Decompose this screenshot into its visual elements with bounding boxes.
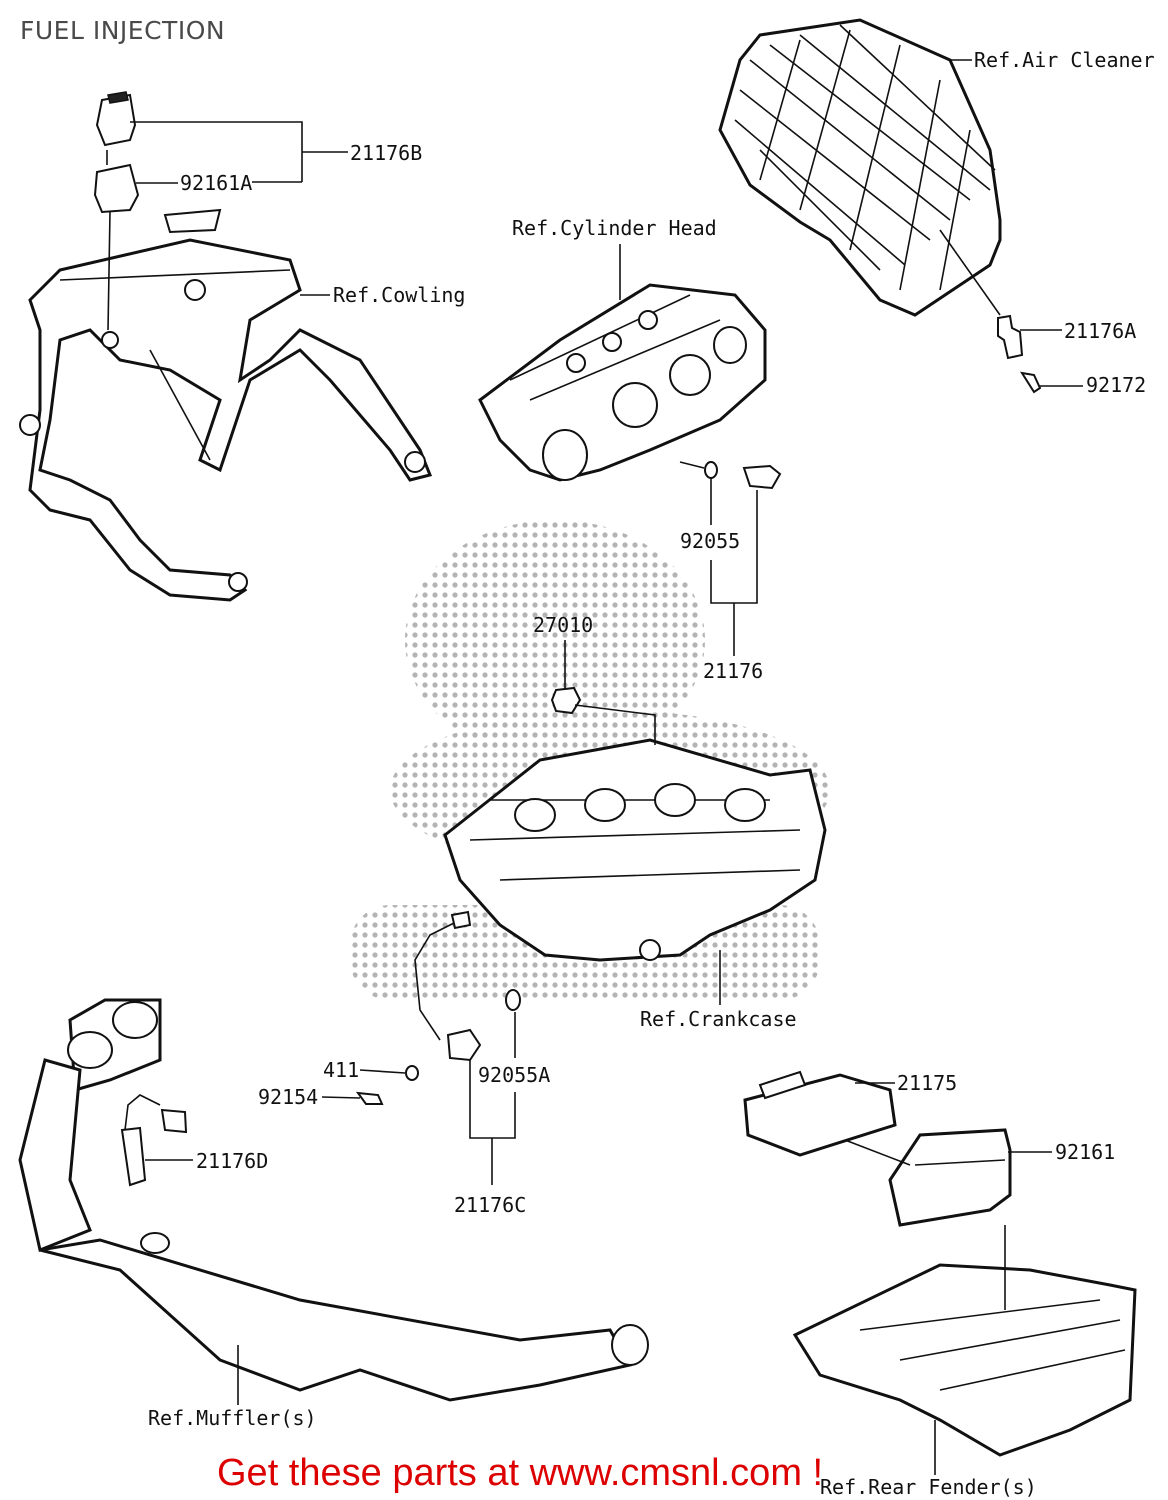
rear-fender <box>792 1225 1137 1457</box>
washer-411 <box>405 1065 419 1081</box>
ecu-21175 <box>743 1070 897 1157</box>
footer-promo-link[interactable]: Get these parts at www.cmsnl.com ! <box>217 1452 824 1494</box>
label-92161: 92161 <box>1055 1140 1115 1164</box>
label-92172: 92172 <box>1086 373 1146 397</box>
label-21175: 21175 <box>897 1071 957 1095</box>
sensor-21176C <box>414 910 482 1062</box>
label-21176B: 21176B <box>350 141 422 165</box>
label-92055A: 92055A <box>478 1063 550 1087</box>
crankcase <box>443 704 827 962</box>
screw-92172 <box>1019 371 1042 394</box>
label-ref-mufflers: Ref.Muffler(s) <box>148 1406 317 1430</box>
washer-92055 <box>704 461 718 479</box>
leader-lines <box>130 59 1083 1475</box>
sensor-21176 <box>742 464 782 490</box>
label-92055: 92055 <box>680 529 740 553</box>
bolt-92154 <box>355 1091 384 1105</box>
label-ref-cylinder-head: Ref.Cylinder Head <box>512 216 717 240</box>
sensor-21176B <box>95 91 137 147</box>
cowling-bracket <box>19 208 433 602</box>
label-411: 411 <box>323 1058 359 1082</box>
page-title: FUEL INJECTION <box>20 16 226 45</box>
label-21176C: 21176C <box>454 1193 526 1217</box>
label-ref-rear-fender: Ref.Rear Fender(s) <box>820 1475 1037 1499</box>
label-92154: 92154 <box>258 1085 318 1109</box>
sensor-21176D <box>120 1094 188 1187</box>
label-ref-air-cleaner: Ref.Air Cleaner <box>974 48 1155 72</box>
label-21176A: 21176A <box>1064 319 1136 343</box>
holder-92161 <box>888 1128 1012 1227</box>
label-21176D: 21176D <box>196 1149 268 1173</box>
label-27010: 27010 <box>533 613 593 637</box>
cylinder-head <box>478 283 767 482</box>
label-21176: 21176 <box>703 659 763 683</box>
label-ref-cowling: Ref.Cowling <box>333 283 465 307</box>
bracket-92161A <box>93 150 140 331</box>
switch-27010 <box>550 686 582 715</box>
label-ref-crankcase: Ref.Crankcase <box>640 1007 797 1031</box>
air-cleaner <box>718 18 1002 317</box>
label-92161A: 92161A <box>180 171 252 195</box>
muffler <box>18 998 649 1402</box>
washer-92055A <box>505 989 521 1011</box>
sensor-21176A <box>939 229 1024 360</box>
